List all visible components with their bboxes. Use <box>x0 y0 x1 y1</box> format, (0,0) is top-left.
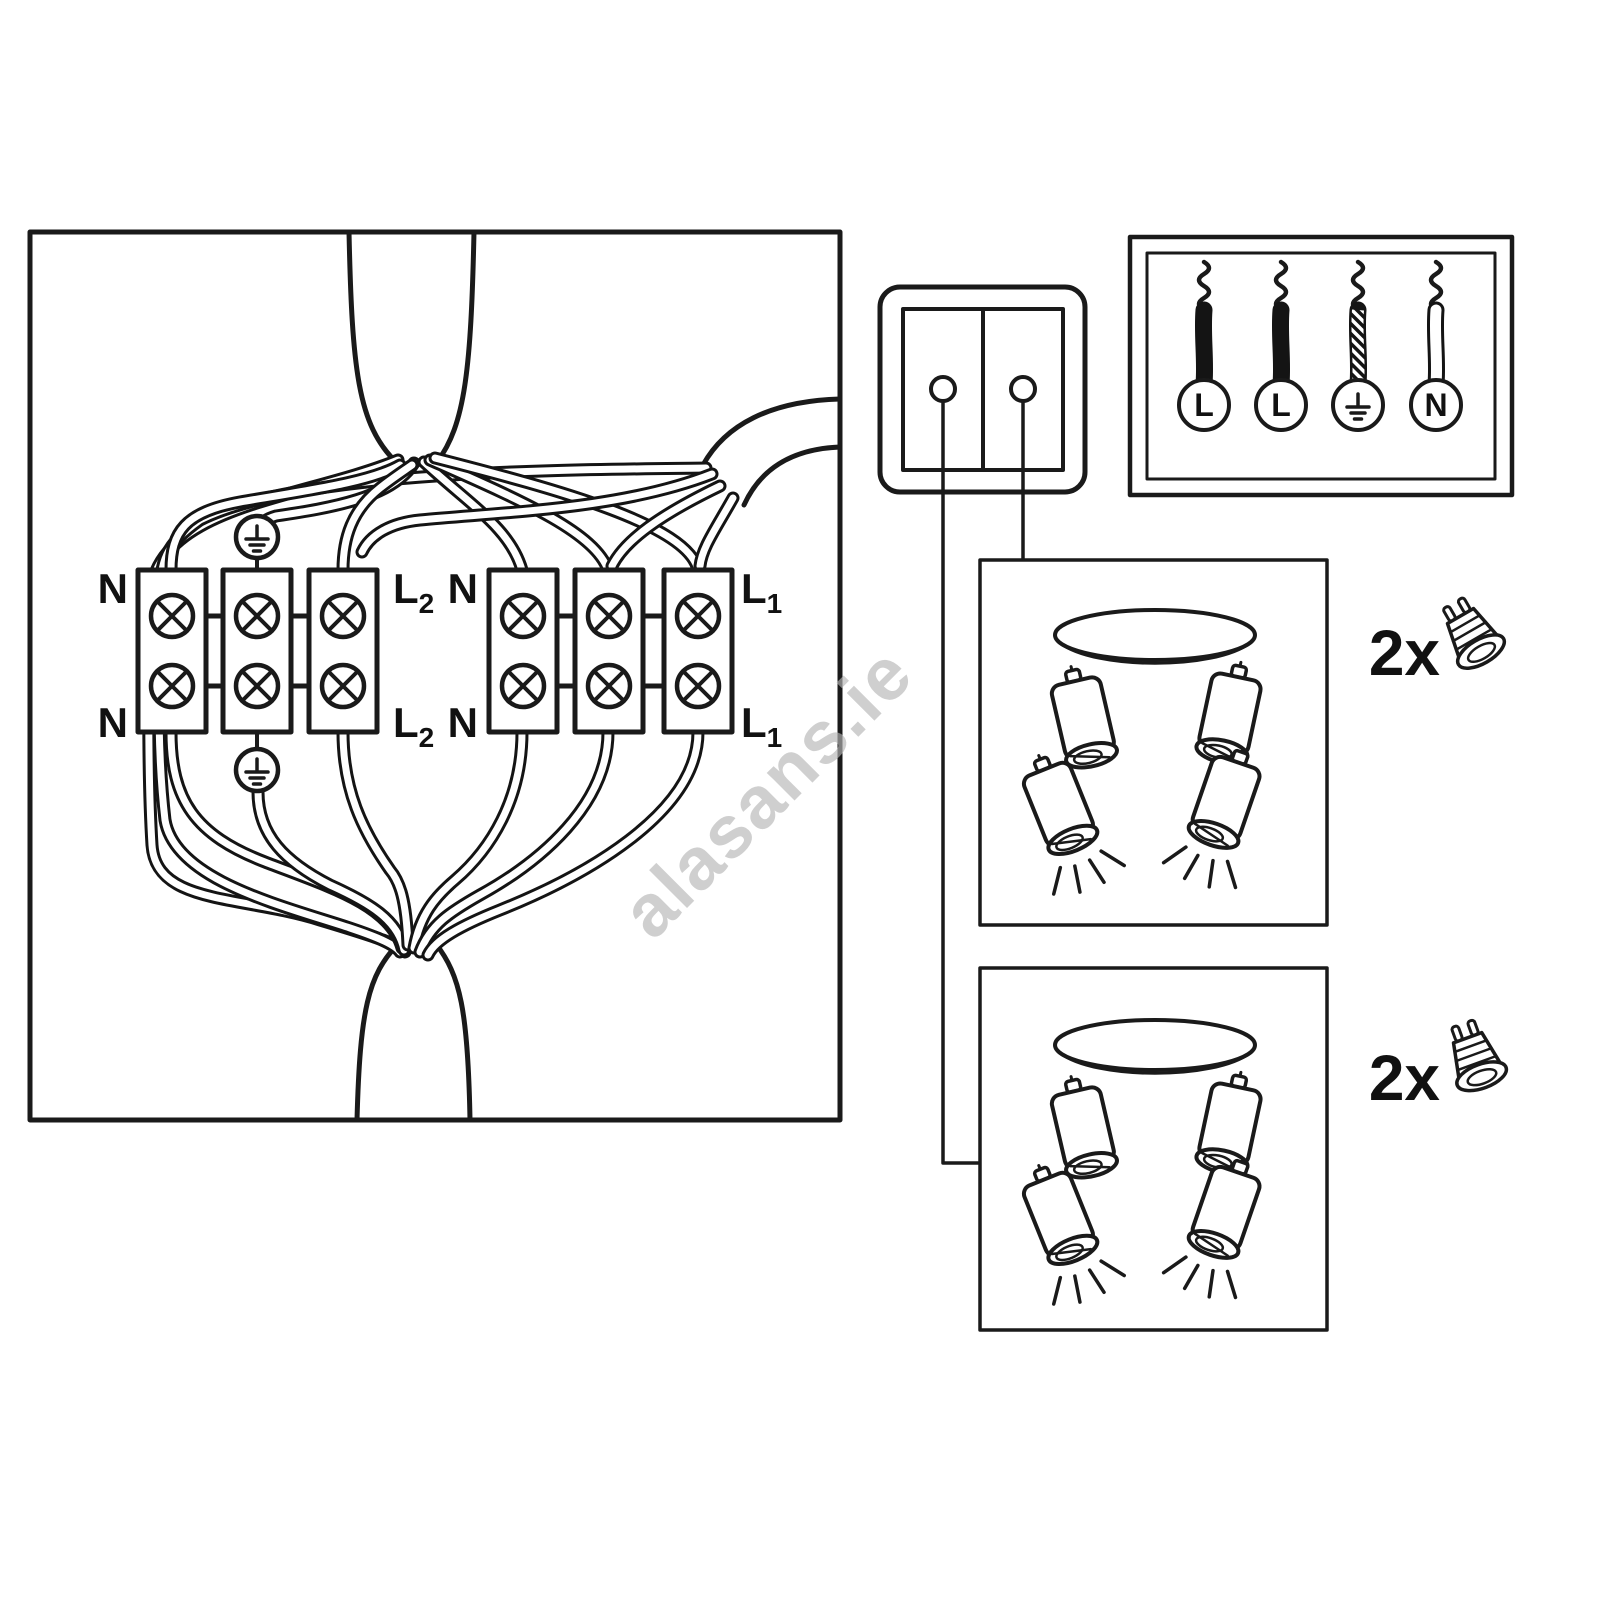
terminal-label-l1-top: L1 <box>741 565 782 619</box>
top-cable <box>346 229 477 465</box>
legend-label-n: N <box>1424 387 1447 423</box>
switch-terminal-right <box>1009 375 1037 403</box>
gu10-bulb-icon-1 <box>1428 588 1512 677</box>
earth-symbol-top <box>233 513 281 572</box>
terminal-label-n-bottom-right: N <box>448 699 478 746</box>
legend-label-l1: L <box>1194 387 1214 423</box>
terminal-block-2 <box>223 570 291 732</box>
fixture-box-2 <box>978 966 1329 1332</box>
legend-wire-neutral: N <box>1409 262 1463 432</box>
bottom-cable <box>354 941 473 1123</box>
terminal-block-3 <box>309 570 377 732</box>
terminal-block-6 <box>664 570 732 732</box>
double-switch <box>877 284 1088 1165</box>
switch-terminal-left <box>929 375 957 403</box>
switch-wire-left <box>941 399 980 1165</box>
legend-label-l2: L <box>1271 387 1291 423</box>
junction-box: N L2 N L1 N L2 N L1 <box>27 229 843 1123</box>
terminal-block-5 <box>575 570 643 732</box>
terminal-bridges <box>203 613 667 689</box>
terminal-label-l2-bottom: L2 <box>393 699 434 753</box>
quantity-label-1: 2x <box>1369 617 1441 689</box>
gu10-bulb-icon-2 <box>1436 1012 1512 1099</box>
earth-symbol-bottom <box>233 730 281 794</box>
wire-legend: L L N <box>1127 234 1515 498</box>
legend-wire-live-2: L <box>1254 262 1308 432</box>
terminal-label-n-top-left: N <box>98 565 128 612</box>
terminal-label-n-top-right: N <box>448 565 478 612</box>
terminal-label-n-bottom-left: N <box>98 699 128 746</box>
legend-wire-live-1: L <box>1177 262 1231 432</box>
fixture-box-1 <box>978 558 1329 927</box>
terminal-label-l1-bottom: L1 <box>741 699 782 753</box>
terminal-label-l2-top: L2 <box>393 565 434 619</box>
right-cable <box>700 396 843 508</box>
quantity-label-2: 2x <box>1369 1042 1441 1114</box>
terminal-block-1 <box>138 570 206 732</box>
legend-wire-earth <box>1331 262 1385 432</box>
terminal-block-4 <box>489 570 557 732</box>
